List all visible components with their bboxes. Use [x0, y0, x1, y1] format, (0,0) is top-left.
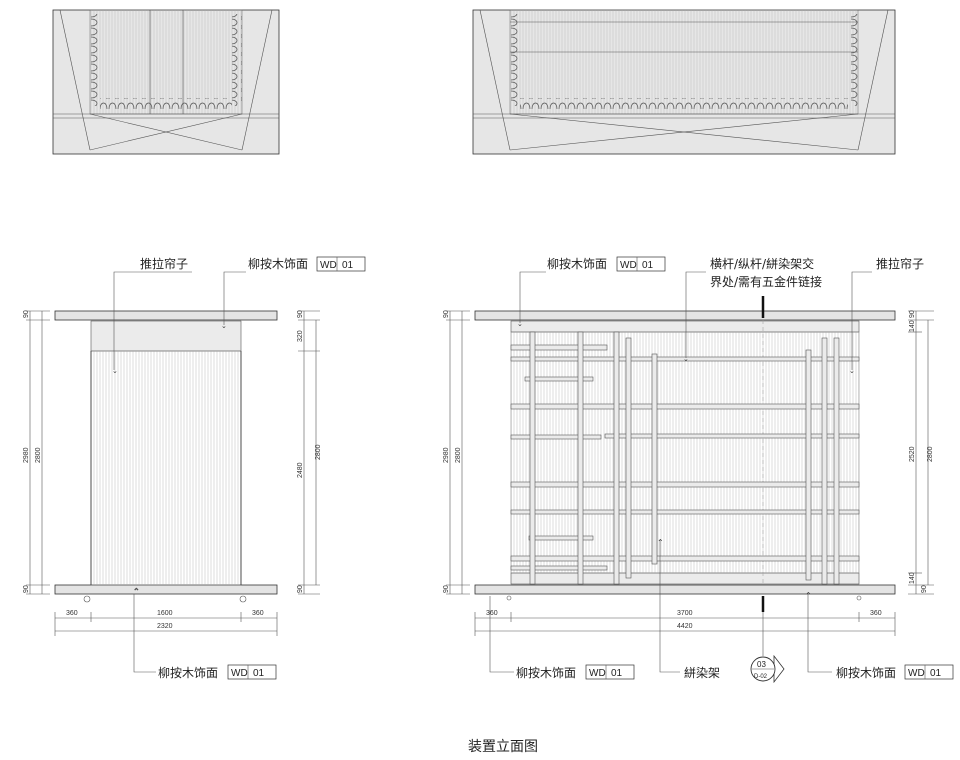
label-rack: 絣染架	[684, 665, 720, 680]
section-marker-num: 03	[757, 660, 766, 669]
svg-text:⌄: ⌄	[221, 323, 227, 330]
label-veneer-bottom-left: 柳按木饰面	[516, 666, 576, 680]
dim-bottom-mid: 1600	[157, 610, 173, 617]
left-elevation: ⌃ ⌄ ⌄ 推拉帘子 柳按木饰面 WD 01 柳按木饰面 WD 01 90 29…	[23, 256, 366, 680]
label-veneer-top: 柳按木饰面	[248, 257, 308, 271]
material-tag-bottom-right	[904, 664, 954, 680]
tag-num-bottom-left: 01	[611, 668, 623, 679]
dim-left-top: 90	[443, 310, 450, 318]
tag-code-bottom: WD	[231, 668, 248, 679]
dim-right-header: 140	[909, 320, 916, 332]
curtain-box	[90, 320, 242, 352]
curtain	[90, 350, 242, 586]
vertical-bars	[529, 331, 840, 585]
dim-right-box: 320	[297, 330, 304, 342]
dim-left-clear: 2800	[455, 447, 462, 463]
tag-num-top: 01	[342, 260, 354, 271]
dim-bottom-left: 360	[486, 610, 498, 617]
svg-text:⌃: ⌃	[657, 538, 664, 547]
label-veneer-bottom: 柳按木饰面	[158, 666, 218, 680]
dim-left-total: 2980	[23, 447, 30, 463]
curtain-field	[510, 331, 860, 574]
label-curtain: 推拉帘子	[140, 256, 188, 271]
material-tag-bottom	[227, 664, 277, 680]
dim-bottom-mid: 3700	[677, 610, 693, 617]
horizontal-bars	[510, 344, 860, 571]
label-joint-note-2: 界处/需有五金件链接	[710, 274, 822, 289]
dim-right-footer: 140	[909, 572, 916, 584]
dim-right-field: 2520	[909, 446, 916, 462]
right-elevation: ⌄ ⌄ ⌄ ⌃ ⌃ 柳按木饰面 WD 01 横杆/纵杆/絣染架交 界处/需有五金…	[443, 256, 954, 684]
tag-num-bottom-right: 01	[930, 668, 942, 679]
dim-right-bottom: 90	[297, 585, 304, 593]
dim-left-top: 90	[23, 310, 30, 318]
label-joint-note-1: 横杆/纵杆/絣染架交	[710, 256, 814, 271]
dim-right-bottom: 90	[921, 585, 928, 593]
top-slab	[54, 310, 278, 321]
dim-bottom-total: 4420	[677, 623, 693, 630]
dim-left-total: 2980	[443, 447, 450, 463]
section-marker-ref: D-02	[754, 674, 768, 680]
material-tag-top	[616, 256, 666, 272]
dim-right-top: 90	[909, 310, 916, 318]
dim-bottom-total: 2320	[157, 623, 173, 630]
dim-right-clear: 2800	[927, 446, 934, 462]
dim-bottom-right: 360	[870, 610, 882, 617]
svg-text:⌄: ⌄	[683, 356, 689, 363]
svg-text:⌄: ⌄	[517, 321, 523, 328]
svg-text:⌄: ⌄	[112, 368, 118, 375]
svg-text:⌃: ⌃	[805, 591, 812, 600]
base-slab	[54, 584, 278, 595]
dim-right-curtain: 2480	[297, 462, 304, 478]
label-veneer-top: 柳按木饰面	[547, 257, 607, 271]
material-tag-top	[316, 256, 366, 272]
dim-left-bottom: 90	[443, 585, 450, 593]
caret-icon: ⌃	[133, 587, 140, 596]
tag-num-top: 01	[642, 260, 654, 271]
label-veneer-bottom-right: 柳按木饰面	[836, 666, 896, 680]
top-slab	[474, 310, 896, 321]
drawing-caption: 装置立面图	[468, 739, 538, 755]
dim-left-clear: 2800	[35, 447, 42, 463]
base-slab	[474, 584, 896, 595]
caster-right	[239, 595, 247, 603]
dim-left-bottom: 90	[23, 585, 30, 593]
top-right-partial-view	[472, 9, 896, 155]
tag-code-bottom-left: WD	[589, 668, 606, 679]
tag-code-top: WD	[620, 260, 637, 271]
dim-right-clear: 2800	[315, 444, 322, 460]
dim-bottom-right: 360	[252, 610, 264, 617]
tag-code-top: WD	[320, 260, 337, 271]
tag-code-bottom-right: WD	[908, 668, 925, 679]
label-curtain: 推拉帘子	[876, 256, 924, 271]
top-left-partial-view	[52, 9, 280, 155]
header-band	[510, 320, 860, 333]
tag-num-bottom: 01	[253, 668, 265, 679]
material-tag-bottom-left	[585, 664, 635, 680]
section-marker: 03 D-02	[750, 612, 785, 684]
caster-left	[83, 595, 91, 603]
dim-right-top: 90	[297, 310, 304, 318]
svg-text:⌄: ⌄	[849, 368, 855, 375]
dim-bottom-left: 360	[66, 610, 78, 617]
